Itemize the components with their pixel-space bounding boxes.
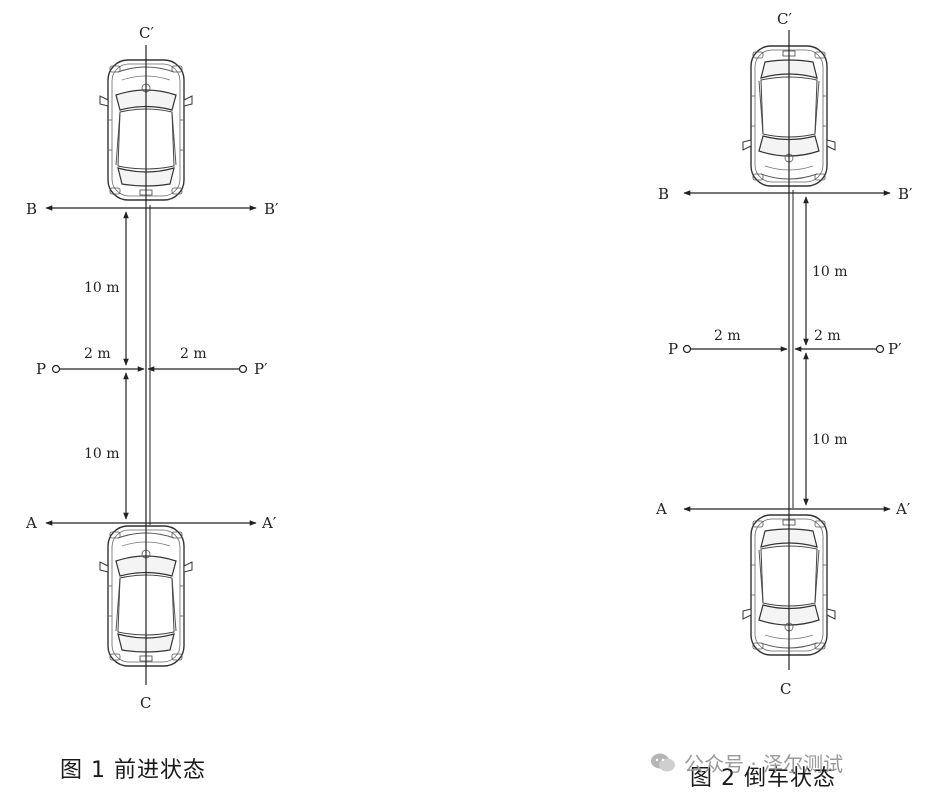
- dim-p-left-label: 2 m: [84, 346, 111, 362]
- point-p-prime: [238, 364, 248, 374]
- label-b-prime: B′: [898, 185, 913, 203]
- point-p: [682, 344, 692, 354]
- label-b: B: [26, 200, 37, 218]
- label-a-prime: A′: [261, 514, 277, 532]
- label-p-prime: P′: [254, 360, 268, 378]
- label-p: P: [36, 360, 46, 378]
- figure1: C′ C B B′ P P′ A A′ 10 m 10 m 2 m 2 m: [25, 24, 279, 712]
- figure1-caption: 图 1 前进状态: [60, 758, 206, 783]
- dim-p-right-label: 2 m: [180, 346, 207, 362]
- point-p: [51, 364, 61, 374]
- figure2-caption: 图 2 倒车状态: [690, 766, 836, 791]
- wechat-logo-icon: [651, 753, 675, 771]
- label-a: A: [25, 514, 37, 532]
- label-b-prime: B′: [264, 200, 279, 218]
- label-c-prime: C′: [777, 10, 792, 28]
- dim-upper-label: 10 m: [812, 264, 848, 280]
- dim-lower-label: 10 m: [84, 446, 120, 462]
- label-p: P: [668, 340, 678, 358]
- label-c-prime: C′: [139, 24, 154, 42]
- dim-p-left-label: 2 m: [714, 328, 741, 344]
- label-b: B: [658, 185, 669, 203]
- point-p-prime: [875, 344, 885, 354]
- figure2: C′ C B B′ P P′ A A′ 10 m 10 m 2 m 2 m: [655, 10, 913, 698]
- watermark-text: 公众号 · 泽尔测试: [684, 752, 844, 776]
- label-a: A: [655, 500, 667, 518]
- watermark: 公众号 · 泽尔测试: [650, 748, 843, 777]
- label-a-prime: A′: [895, 500, 911, 518]
- label-p-prime: P′: [888, 340, 902, 358]
- dim-p-right-label: 2 m: [814, 328, 841, 344]
- label-c: C: [140, 694, 151, 712]
- label-c: C: [780, 680, 791, 698]
- dim-upper-label: 10 m: [84, 280, 120, 296]
- dim-lower-label: 10 m: [812, 432, 848, 448]
